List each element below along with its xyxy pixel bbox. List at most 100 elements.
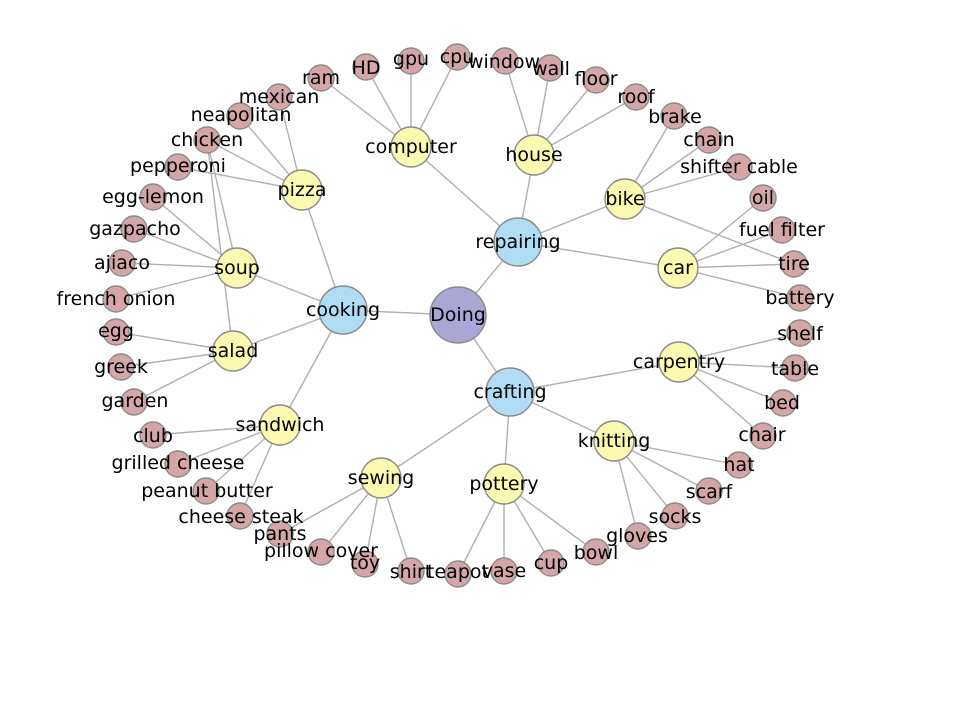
label-sewing: sewing	[348, 467, 415, 489]
node-gloves	[624, 522, 652, 550]
edge-salad-chicken	[206, 139, 234, 352]
label-shelf: shelf	[777, 323, 824, 345]
edge-knitting-hat	[613, 440, 740, 466]
label-hd: HD	[352, 57, 381, 79]
edge-bike-tire	[624, 198, 795, 265]
node-french-onion	[102, 285, 130, 313]
label-chair: chair	[738, 424, 785, 446]
label-chicken: chicken	[171, 129, 243, 151]
node-chair	[749, 422, 777, 450]
node-gazpacho	[120, 215, 148, 243]
label-shirt: shirt	[390, 561, 432, 583]
label-socks: socks	[649, 506, 702, 528]
node-cooking	[318, 285, 368, 335]
node-cup	[537, 549, 565, 577]
edge-soup-chicken	[206, 139, 238, 269]
node-egg	[102, 318, 130, 346]
label-floor: floor	[574, 68, 617, 90]
label-crafting: crafting	[473, 381, 546, 403]
nodes-layer	[102, 43, 814, 588]
label-pillow-cover: pillow cover	[264, 540, 378, 562]
label-doing: Doing	[430, 304, 486, 326]
node-doing	[429, 286, 487, 344]
node-soup	[216, 247, 258, 289]
label-vase: vase	[482, 560, 526, 582]
label-club: club	[133, 425, 173, 447]
node-floor	[582, 66, 610, 94]
node-repairing	[493, 217, 543, 267]
label-car: car	[663, 257, 693, 279]
label-ajiaco: ajiaco	[94, 252, 150, 274]
node-brake	[660, 102, 688, 130]
label-fuel-filter: fuel filter	[739, 219, 825, 241]
node-crafting	[485, 367, 535, 417]
label-gloves: gloves	[606, 525, 668, 547]
label-pants: pants	[253, 523, 306, 545]
node-roof	[622, 83, 650, 111]
label-house: house	[505, 144, 562, 166]
node-ajiaco	[108, 249, 136, 277]
node-tire	[780, 250, 808, 278]
node-mexican	[265, 83, 293, 111]
label-bed: bed	[764, 392, 800, 414]
node-shelf	[786, 319, 814, 347]
node-pottery	[483, 463, 525, 505]
label-bowl: bowl	[574, 542, 619, 564]
label-garden: garden	[102, 390, 169, 412]
node-shifter-cable	[725, 153, 753, 181]
label-table: table	[771, 358, 819, 380]
label-egg-lemon: egg-lemon	[102, 186, 204, 208]
node-pepperoni	[164, 153, 192, 181]
label-repairing: repairing	[475, 231, 560, 253]
label-sandwich: sandwich	[236, 414, 325, 436]
label-mexican: mexican	[239, 86, 320, 108]
node-gpu	[397, 47, 425, 75]
label-teapot: teapot	[427, 561, 489, 583]
label-tire: tire	[778, 253, 810, 275]
node-pizza	[281, 169, 323, 211]
node-toy	[351, 550, 379, 578]
label-bike: bike	[605, 188, 644, 210]
label-ram: ram	[302, 67, 340, 89]
label-window: window	[468, 51, 540, 73]
edge-pizza-pepperoni	[177, 166, 303, 191]
node-shirt	[397, 557, 425, 585]
edge-soup-french-onion	[115, 267, 238, 300]
node-sandwich	[259, 404, 301, 446]
node-window	[491, 47, 519, 75]
node-sewing	[360, 457, 402, 499]
node-wall	[536, 54, 564, 82]
node-socks	[661, 502, 689, 530]
edge-crafting-sewing	[380, 391, 511, 479]
edge-crafting-carpentry	[509, 361, 680, 393]
edge-carpentry-shelf	[678, 332, 801, 363]
label-oil: oil	[752, 187, 774, 209]
label-peanut-butter: peanut butter	[141, 480, 273, 502]
node-carpentry	[658, 341, 700, 383]
node-battery	[786, 284, 814, 312]
node-fuel-filter	[768, 216, 796, 244]
node-house	[513, 134, 555, 176]
node-garden	[120, 388, 148, 416]
label-pottery: pottery	[469, 473, 538, 495]
node-scarf	[695, 477, 723, 505]
label-neapolitan: neapolitan	[191, 104, 292, 126]
label-greek: greek	[94, 356, 148, 378]
node-pillow-cover	[307, 538, 335, 566]
node-bike	[604, 178, 646, 220]
node-salad	[212, 330, 254, 372]
node-chain	[695, 126, 723, 154]
label-brake: brake	[648, 106, 702, 128]
label-roof: roof	[617, 86, 656, 108]
label-grilled-cheese: grilled cheese	[112, 452, 245, 474]
label-egg: egg	[98, 320, 134, 342]
label-cpu: cpu	[440, 46, 475, 68]
label-cheese-steak: cheese steak	[178, 506, 303, 528]
label-pizza: pizza	[278, 179, 327, 201]
node-egg-lemon	[139, 183, 167, 211]
node-hd	[352, 53, 380, 81]
label-knitting: knitting	[578, 430, 651, 452]
label-scarf: scarf	[686, 481, 734, 503]
node-peanut-butter	[192, 477, 220, 505]
labels-layer: Doingcookingrepairingcraftingpizzasoupsa…	[57, 46, 835, 583]
